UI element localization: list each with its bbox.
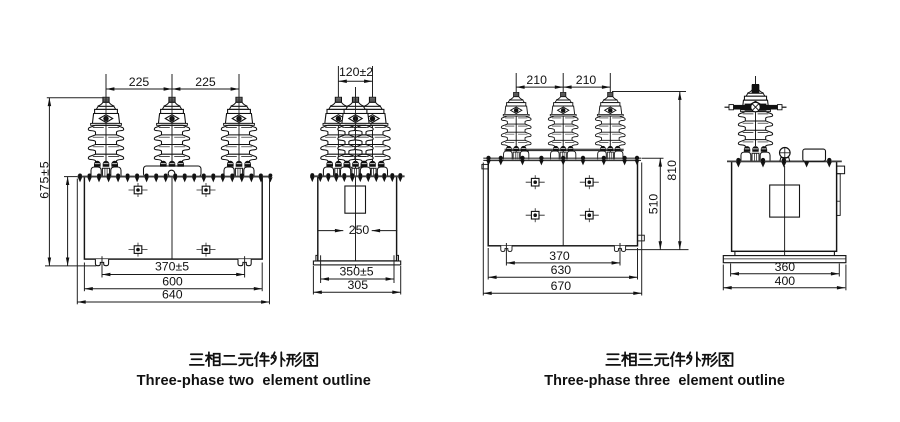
svg-text:360: 360 — [775, 260, 796, 274]
svg-text:210: 210 — [526, 73, 547, 87]
svg-text:350±5: 350±5 — [339, 265, 373, 279]
svg-text:510: 510 — [647, 194, 661, 215]
svg-text:640: 640 — [162, 288, 183, 302]
svg-text:675±5: 675±5 — [38, 161, 52, 199]
svg-text:225: 225 — [129, 75, 150, 89]
svg-text:Three-phase two element outli: Three-phase two element outline — [137, 373, 371, 389]
svg-text:810: 810 — [665, 160, 679, 181]
svg-text:250: 250 — [349, 223, 370, 237]
svg-text:670: 670 — [551, 279, 572, 293]
svg-text:Three-phase three element out: Three-phase three element outline — [544, 373, 785, 389]
svg-text:400: 400 — [775, 274, 796, 288]
svg-text:120±2: 120±2 — [339, 65, 373, 79]
svg-text:225: 225 — [195, 75, 216, 89]
svg-text:210: 210 — [576, 73, 597, 87]
svg-text:305: 305 — [348, 278, 369, 292]
svg-text:630: 630 — [551, 263, 572, 277]
svg-text:600: 600 — [162, 275, 183, 289]
svg-text:370±5: 370±5 — [155, 259, 189, 273]
svg-text:370: 370 — [549, 249, 570, 263]
